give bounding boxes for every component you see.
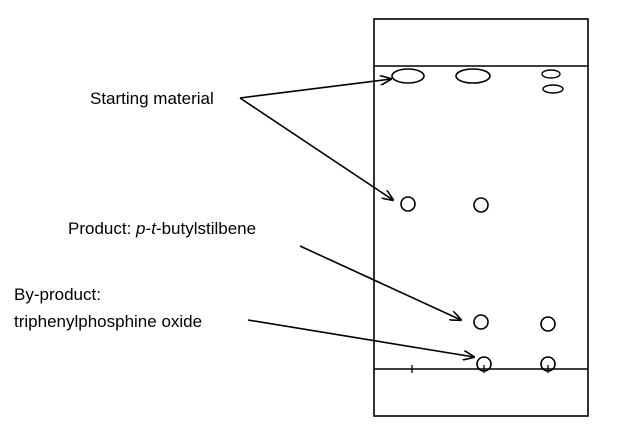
tlc-plate (373, 18, 589, 417)
product-label-rest: -butylstilbene (155, 219, 257, 238)
spot-lane2-product (473, 314, 489, 330)
product-label-prefix: Product: (68, 219, 137, 238)
byproduct-label-line1: By-product: (14, 285, 101, 304)
arrow-starting-material-top (239, 79, 391, 99)
product-label-dash: - (145, 219, 152, 238)
byproduct-label: By-product: triphenylphosphine oxide (14, 284, 202, 332)
spot-lane2-mid (473, 197, 489, 213)
spot-lane3-top-b (542, 84, 564, 94)
arrow-product (299, 245, 461, 320)
spot-lane1-top (391, 68, 425, 84)
spot-lane1-mid (400, 196, 416, 212)
spot-lane3-byproduct (540, 356, 556, 372)
byproduct-label-line2: triphenylphosphine oxide (14, 312, 203, 331)
product-label: Product: p-t-butylstilbene (68, 218, 256, 239)
spot-lane2-byproduct (476, 356, 492, 372)
product-label-para: p (136, 219, 146, 238)
arrow-byproduct (247, 319, 474, 357)
starting-material-label: Starting material (90, 89, 214, 108)
spot-lane3-top-a (541, 69, 561, 79)
spot-lane2-top (455, 68, 491, 84)
arrow-starting-material-mid (239, 97, 393, 200)
product-label-tert: t (151, 219, 156, 238)
spot-lane3-product (540, 316, 556, 332)
